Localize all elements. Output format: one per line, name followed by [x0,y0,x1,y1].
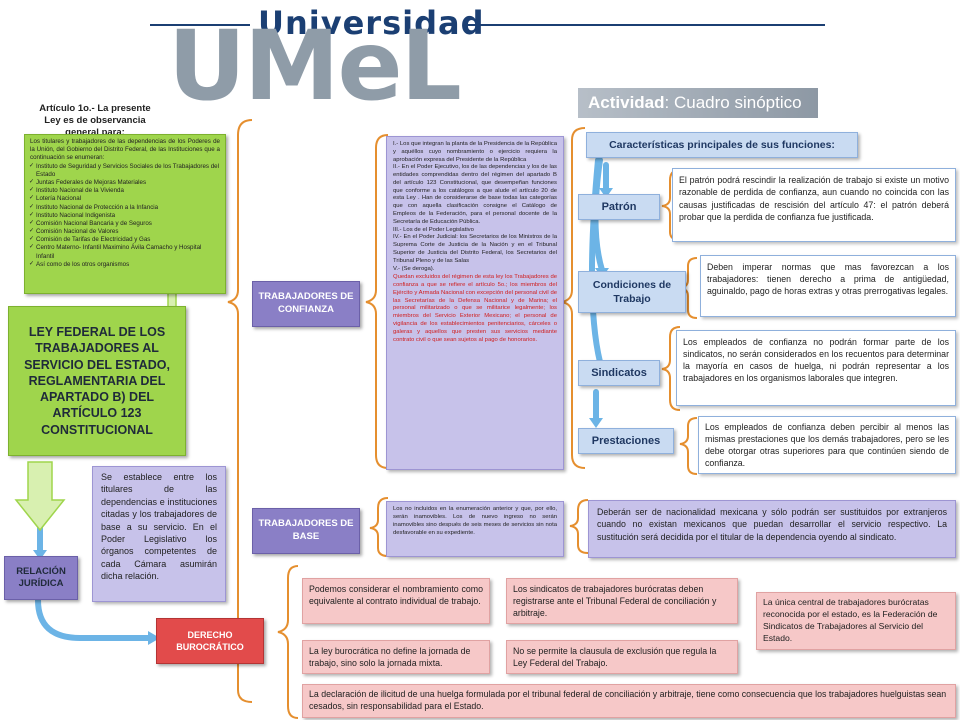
base-definition: Los no incluidos en la enumeración anter… [386,501,564,557]
clausula-exclusion-note: No se permite la clausula de exclusión q… [506,640,738,674]
article-intro: Artículo 1o.- La presente Ley es de obse… [39,103,151,139]
confianza-definition: I.- Los que integran la planta de la Pre… [386,136,564,470]
activity-banner: Actividad: Cuadro sinóptico [578,88,818,118]
prestaciones-description: Los empleados de confianza deben percibi… [698,416,956,474]
list-item: Centro Materno- Infantil Maximino Ávila … [29,244,220,260]
trabajadores-base-label: TRABAJADORES DE BASE [258,518,354,542]
trabajadores-base-box: TRABAJADORES DE BASE [252,508,360,554]
university-wordmark: Universidad [258,4,485,42]
law-title-box: LEY FEDERAL DE LOS TRABAJADORES AL SERVI… [8,306,186,456]
list-item: Comisión Nacional Bancaria y de Seguros [29,220,220,228]
nombramiento-note: Podemos considerar el nombramiento como … [302,578,490,624]
sindicatos-label: Sindicatos [591,367,647,379]
derecho-burocratico-box: DERECHO BUROCRÁTICO [156,618,264,664]
umel-logo: UMeL [168,10,462,122]
huelga-note: La declaración de ilicitud de una huelga… [302,684,956,718]
list-item: Instituto Nacional de Protección a la In… [29,204,220,212]
wordmark-rule-right [465,24,825,26]
jornada-note: La ley burocrática no define la jornada … [302,640,490,674]
logo-area: Universidad UMeL [150,0,825,125]
patron-box: Patrón [578,194,660,220]
relation-description: Se establece entre los titulares de las … [92,466,226,602]
activity-label: Actividad [588,93,665,112]
derecho-burocratico-label: DERECHO BUROCRÁTICO [176,629,244,652]
sindicatos-description: Los empleados de confianza no podrán for… [676,330,956,406]
condiciones-description: Deben imperar normas que mas favorezcan … [700,255,956,317]
list-item: Comisión Nacional de Valores [29,228,220,236]
patron-label: Patrón [601,201,637,213]
central-sindical-note: La única central de trabajadores burócra… [756,592,956,650]
institutions-items: Instituto de Seguridad y Servicios Socia… [29,163,220,269]
prestaciones-box: Prestaciones [578,428,674,454]
list-item: Juntas Federales de Mejoras Materiales [29,179,220,187]
trabajadores-confianza-label: TRABAJADORES DE CONFIANZA [258,291,354,315]
institutions-list: Los titulares y trabajadores de las depe… [24,134,226,294]
confianza-exclusions: Quedan excluidos del régimen de esta ley… [393,274,557,343]
trabajadores-confianza-box: TRABAJADORES DE CONFIANZA [252,281,360,327]
institutions-lead: Los titulares y trabajadores de las depe… [30,138,220,162]
list-item: Instituto de Seguridad y Servicios Socia… [29,163,220,179]
condiciones-trabajo-box: Condiciones de Trabajo [578,271,686,313]
relacion-juridica-box: RELACIÓN JURÍDICA [4,556,78,600]
activity-title: : Cuadro sinóptico [664,93,802,112]
sindicatos-box: Sindicatos [578,360,660,386]
patron-description: El patrón podrá rescindir la realización… [672,168,956,242]
characteristics-header: Características principales de sus funci… [586,132,858,158]
confianza-enumeration: I.- Los que integran la planta de la Pre… [393,141,557,272]
wordmark-rule-left [150,24,250,26]
list-item: Comisión de Tarifas de Electricidad y Ga… [29,236,220,244]
characteristics-header-label: Características principales de sus funci… [609,139,835,151]
list-item: Instituto Nacional Indigenista [29,212,220,220]
condiciones-trabajo-label: Condiciones de Trabajo [592,278,672,305]
list-item: Así como de los otros organismos [29,261,220,269]
list-item: Lotería Nacional [29,195,220,203]
prestaciones-label: Prestaciones [591,435,661,447]
base-characteristic: Deberán ser de nacionalidad mexicana y s… [588,500,956,558]
list-item: Instituto Nacional de la Vivienda [29,187,220,195]
law-title: LEY FEDERAL DE LOS TRABAJADORES AL SERVI… [24,325,170,437]
relacion-juridica-label: RELACIÓN JURÍDICA [16,565,66,589]
sindicatos-registro-note: Los sindicatos de trabajadores burócrata… [506,578,738,624]
